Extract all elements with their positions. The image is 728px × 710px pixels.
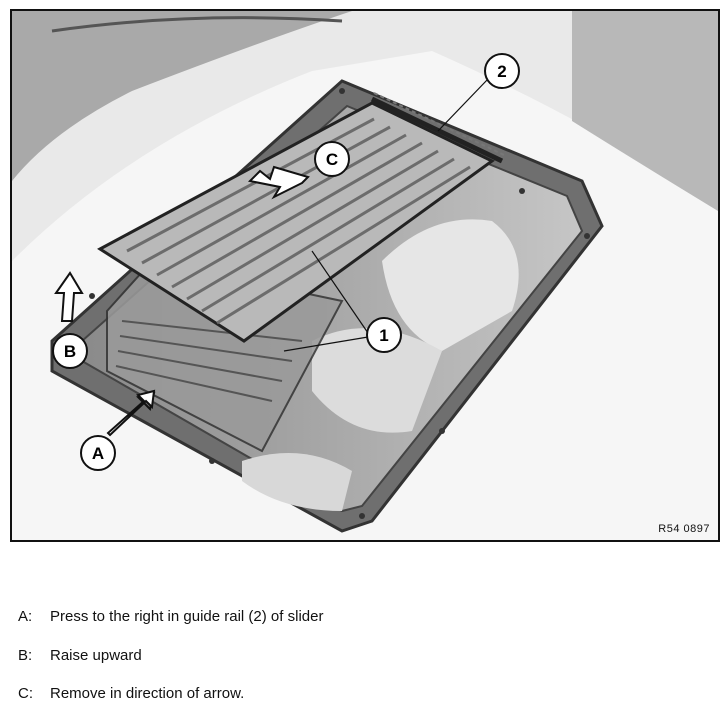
legend-text: Press to the right in guide rail (2) of … <box>50 608 324 625</box>
callout-a-label: A <box>92 444 104 463</box>
frame-bolts <box>59 88 590 519</box>
figure-reference-code: R54 0897 <box>658 523 710 535</box>
callout-1-label: 1 <box>379 326 388 345</box>
panel-ribs <box>126 117 471 325</box>
guide-rail <box>370 96 504 164</box>
callout-a: A <box>80 435 116 471</box>
leader-lines <box>283 78 489 352</box>
seat-front <box>242 453 352 511</box>
callout-b-label: B <box>64 342 76 361</box>
slider-ribs-lower <box>115 320 303 402</box>
callout-1: 1 <box>366 317 402 353</box>
legend-text: Raise upward <box>50 647 142 664</box>
sliding-panel <box>97 101 495 343</box>
legend-item-a: A: Press to the right in guide rail (2) o… <box>18 608 323 625</box>
legend-item-c: C: Remove in direction of arrow. <box>18 685 244 702</box>
callout-c: C <box>314 141 350 177</box>
arrow-a-shape <box>106 389 156 437</box>
seat-back <box>382 219 519 351</box>
arrow-c <box>247 165 310 200</box>
callout-c-label: C <box>326 150 338 169</box>
legend-key: A: <box>18 608 33 625</box>
legend-key: C: <box>18 685 33 702</box>
legend-text: Remove in direction of arrow. <box>50 685 245 702</box>
legend-item-b: B: Raise upward <box>18 647 142 664</box>
sunroof-illustration: 2 C 1 B A <box>12 11 718 540</box>
legend-key: B: <box>18 647 33 664</box>
callout-b: B <box>52 333 88 369</box>
callout-2-label: 2 <box>497 62 506 81</box>
sunroof-diagram: 2 C 1 B A R54 0897 <box>10 9 720 542</box>
windshield <box>12 11 352 181</box>
windshield-edge <box>51 16 343 33</box>
rear-area <box>572 11 718 211</box>
seat-cushion <box>312 328 442 433</box>
callout-2: 2 <box>484 53 520 89</box>
guide-rail-detail <box>373 92 505 156</box>
arrow-b <box>54 271 84 322</box>
